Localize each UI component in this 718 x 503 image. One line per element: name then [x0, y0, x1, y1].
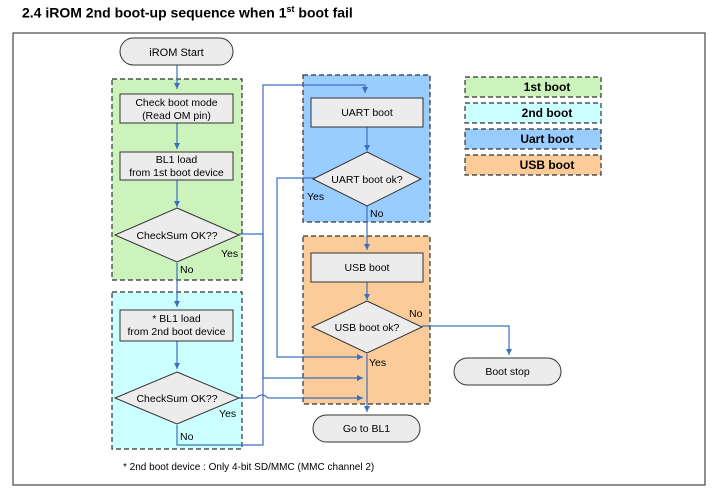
uart-ok-yes-label: Yes	[307, 191, 324, 203]
bl1-load-1st-line2: from 1st boot device	[129, 167, 224, 179]
irom-start-label: iROM Start	[149, 47, 203, 59]
connectors	[174, 65, 512, 446]
usb-ok-no-label: No	[409, 308, 423, 320]
legend-item-1st-boot: 1st boot	[464, 76, 602, 98]
uart-ok-no-label: No	[370, 208, 384, 220]
checksum-2-no-label: No	[180, 431, 194, 443]
node-uart-boot: UART boot	[310, 97, 424, 128]
heading-prefix: 2.4 iROM 2nd boot-up sequence when 1	[22, 4, 287, 21]
node-checksum-1: CheckSum OK??	[113, 207, 241, 263]
legend-item-uart-boot: Uart boot	[464, 128, 602, 150]
legend-usb-boot-label: USB boot	[520, 158, 575, 172]
node-boot-stop: Boot stop	[453, 357, 562, 386]
legend-2nd-boot-label: 2nd boot	[522, 106, 573, 120]
arrow-usb-ok-no	[422, 325, 512, 355]
bl1-load-2nd-line1: * BL1 load	[152, 313, 201, 325]
node-usb-ok: USB boot ok?	[310, 300, 424, 354]
uart-ok-label: UART boot ok?	[331, 174, 403, 186]
legend-uart-boot-label: Uart boot	[520, 132, 573, 146]
checksum-1-label: CheckSum OK??	[136, 230, 217, 242]
usb-ok-yes-label: Yes	[369, 357, 386, 369]
heading-suffix: boot fail	[294, 4, 353, 21]
arrow-checksum-2-yes	[239, 394, 363, 401]
legend: 1st boot 2nd boot Uart boot USB boot	[464, 76, 602, 176]
checksum-2-yes-label: Yes	[219, 408, 236, 420]
bl1-load-1st-line1: BL1 load	[156, 154, 198, 166]
uart-boot-label: UART boot	[341, 107, 393, 119]
section-heading: 2.4 iROM 2nd boot-up sequence when 1st b…	[22, 4, 353, 21]
legend-item-usb-boot: USB boot	[464, 154, 602, 176]
heading-superscript: st	[286, 4, 295, 14]
checksum-1-no-label: No	[180, 264, 194, 276]
legend-item-2nd-boot: 2nd boot	[464, 102, 602, 124]
checksum-2-label: CheckSum OK??	[136, 393, 217, 405]
node-check-boot-mode: Check boot mode (Read OM pin)	[119, 93, 234, 124]
check-boot-mode-line2: (Read OM pin)	[142, 110, 211, 122]
arrow-uart-ok-yes	[276, 177, 363, 360]
node-irom-start: iROM Start	[119, 37, 234, 66]
legend-1st-boot-label: 1st boot	[524, 80, 571, 94]
bl1-load-2nd-line2: from 2nd boot device	[127, 326, 225, 338]
footnote: * 2nd boot device : Only 4-bit SD/MMC (M…	[123, 462, 374, 473]
node-bl1-load-1st: BL1 load from 1st boot device	[119, 151, 234, 181]
go-to-bl1-label: Go to BL1	[343, 423, 390, 435]
boot-stop-label: Boot stop	[485, 366, 530, 378]
node-uart-ok: UART boot ok?	[311, 151, 423, 207]
arrow-checksum-2-no	[176, 84, 368, 446]
check-boot-mode-line1: Check boot mode	[135, 97, 217, 109]
usb-boot-label: USB boot	[345, 262, 390, 274]
node-usb-boot: USB boot	[310, 252, 424, 283]
checksum-1-yes-label: Yes	[221, 248, 238, 260]
node-go-to-bl1: Go to BL1	[312, 414, 421, 443]
usb-ok-label: USB boot ok?	[335, 322, 400, 334]
node-checksum-2: CheckSum OK??	[113, 371, 241, 425]
node-bl1-load-2nd: * BL1 load from 2nd boot device	[119, 309, 234, 342]
